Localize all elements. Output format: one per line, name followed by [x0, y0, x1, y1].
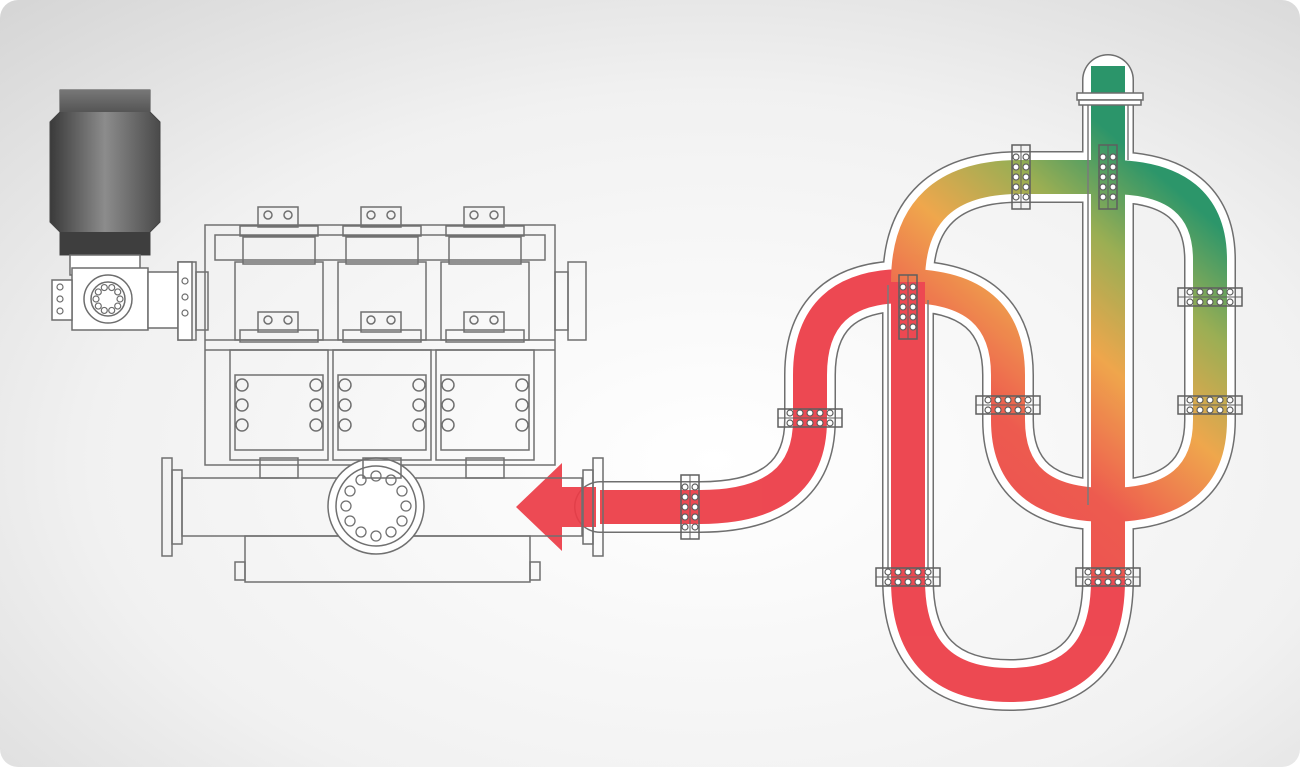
- pipe-edge-lines: [887, 95, 1129, 585]
- inlet-flange: [582, 457, 604, 557]
- flange-joint: [1011, 144, 1031, 210]
- pump-cylinder: [435, 206, 535, 479]
- pump-cylinders: [229, 206, 535, 479]
- flange-joint: [680, 474, 700, 540]
- pipe-flanges: [680, 144, 1243, 587]
- pump-cylinder: [229, 206, 329, 479]
- flange-joint: [898, 274, 918, 340]
- pump-cylinder: [332, 206, 432, 479]
- flange-joint: [777, 408, 843, 428]
- flange-joint: [875, 567, 941, 587]
- flange-joint: [1177, 287, 1243, 307]
- flange-joint: [1177, 395, 1243, 415]
- flange-joint: [975, 395, 1041, 415]
- flange-joint: [1075, 567, 1141, 587]
- motor-icon: [49, 89, 193, 341]
- flange-joint: [1098, 144, 1118, 210]
- outlet-flange: [1076, 92, 1144, 106]
- flow-direction-arrow-icon: [516, 463, 596, 551]
